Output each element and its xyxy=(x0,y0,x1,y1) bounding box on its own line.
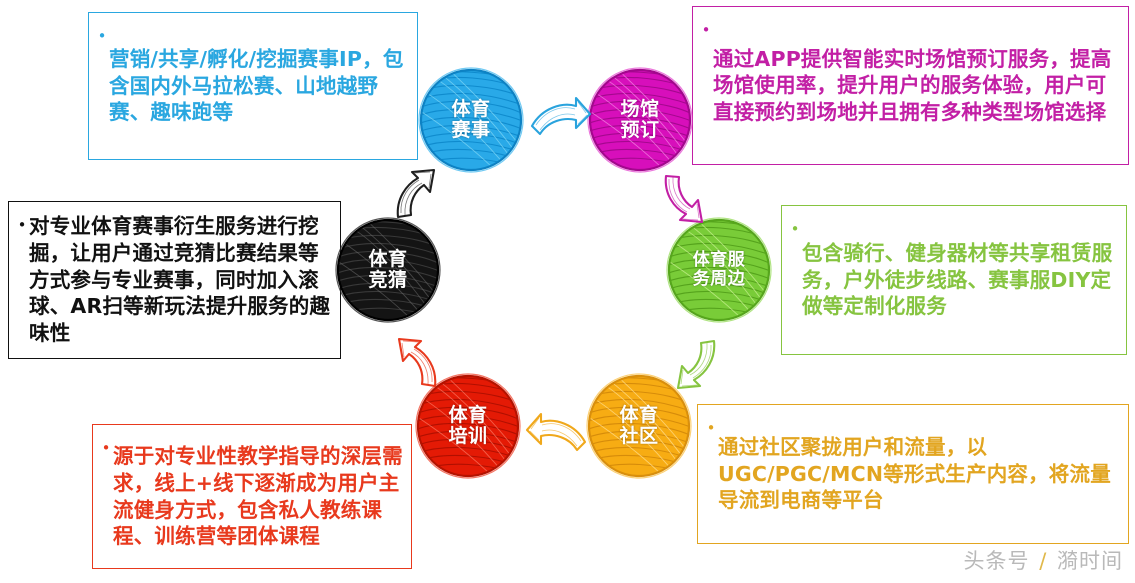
callout-box-community: • 通过社区聚拢用户和流量，以UGC/PGC/MCN等形式生产内容，将流量导流到… xyxy=(697,404,1129,544)
arrow-services-to-community-icon xyxy=(658,333,724,395)
callout-bullet: • xyxy=(790,220,800,238)
arrow-betting-to-events-icon xyxy=(390,163,456,225)
scribble-circle-icon xyxy=(587,67,693,173)
callout-text-training: 源于对专业性教学指导的深层需求，线上+线下逐渐成为用户主流健身方式，包含私人教练… xyxy=(113,444,403,549)
callout-text-services: 包含骑行、健身器材等共享租赁服务，户外徒步线路、赛事服DIY定做等定制化服务 xyxy=(802,241,1113,319)
callout-text-venue: 通过APP提供智能实时场馆预订服务，提高场馆使用率，提升用户的服务体验，用户可直… xyxy=(713,46,1112,124)
callout-text-community: 通过社区聚拢用户和流量，以UGC/PGC/MCN等形式生产内容，将流量导流到电商… xyxy=(718,435,1111,513)
watermark-separator: / xyxy=(1039,549,1048,573)
callout-bullet: • xyxy=(701,21,711,39)
scribble-circle-icon xyxy=(586,373,692,479)
arrow-venue-to-services-icon xyxy=(660,166,726,228)
callout-bullet: • xyxy=(101,439,111,457)
scribble-circle-icon xyxy=(666,217,772,323)
watermark: 头条号 / 漪时间 xyxy=(964,545,1123,575)
arrow-events-to-venue-icon xyxy=(528,92,594,154)
scribble-circle-icon xyxy=(335,217,441,323)
scribble-circle-icon xyxy=(415,373,521,479)
callout-box-events: • 营销/共享/孵化/挖掘赛事IP，包含国内外马拉松赛、山地越野赛、趣味跑等 xyxy=(88,12,418,160)
callout-bullet: • xyxy=(17,216,27,234)
callout-bullet: • xyxy=(97,27,107,45)
node-venue-booking[interactable]: 场馆 预订 xyxy=(586,66,694,174)
node-sports-betting[interactable]: 体育 竞猜 xyxy=(334,216,442,324)
callout-box-venue: • 通过APP提供智能实时场馆预订服务，提高场馆使用率，提升用户的服务体验，用户… xyxy=(692,6,1129,165)
arrow-training-to-betting-icon xyxy=(379,332,445,394)
callout-bullet: • xyxy=(706,419,716,437)
callout-text-betting: 对专业体育赛事衍生服务进行挖掘，让用户通过竞猜比赛结果等方式参与专业赛事，同时加… xyxy=(29,214,331,345)
node-sports-events[interactable]: 体育 赛事 xyxy=(417,66,525,174)
watermark-name: 漪时间 xyxy=(1057,549,1123,573)
watermark-account: 头条号 xyxy=(963,549,1030,573)
callout-box-betting: • 对专业体育赛事衍生服务进行挖掘，让用户通过竞猜比赛结果等方式参与专业赛事，同… xyxy=(8,201,341,359)
callout-box-services: • 包含骑行、健身器材等共享租赁服务，户外徒步线路、赛事服DIY定做等定制化服务 xyxy=(781,205,1127,355)
node-sports-services[interactable]: 体育服 务周边 xyxy=(665,216,773,324)
callout-box-training: • 源于对专业性教学指导的深层需求，线上+线下逐渐成为用户主流健身方式，包含私人… xyxy=(92,424,412,569)
arrow-community-to-training-icon xyxy=(523,402,589,464)
callout-text-events: 营销/共享/孵化/挖掘赛事IP，包含国内外马拉松赛、山地越野赛、趣味跑等 xyxy=(109,47,404,125)
scribble-circle-icon xyxy=(418,67,524,173)
